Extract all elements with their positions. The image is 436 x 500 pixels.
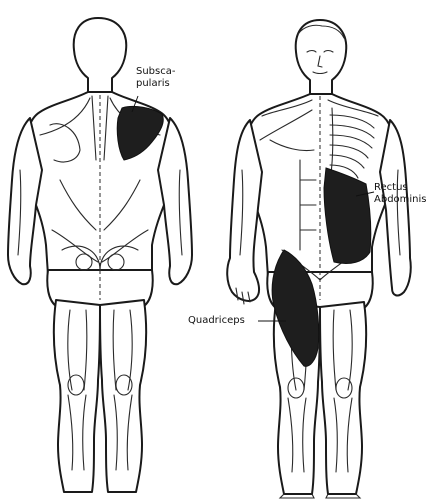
subscapularis-label: Subsca- pularis	[136, 66, 175, 90]
rectus-abdominis-label: Rectus Abdominis	[374, 182, 427, 206]
rectus-abdominis-label-line2: Abdominis	[374, 194, 427, 206]
subscapularis-label-line1: Subsca-	[136, 66, 175, 78]
rectus-abdominis-label-line1: Rectus	[374, 182, 427, 194]
quadriceps-label-text: Quadriceps	[188, 315, 245, 326]
quadriceps-label: Quadriceps	[188, 315, 245, 327]
front-view-figure	[227, 20, 411, 498]
subscapularis-label-line2: pularis	[136, 78, 175, 90]
